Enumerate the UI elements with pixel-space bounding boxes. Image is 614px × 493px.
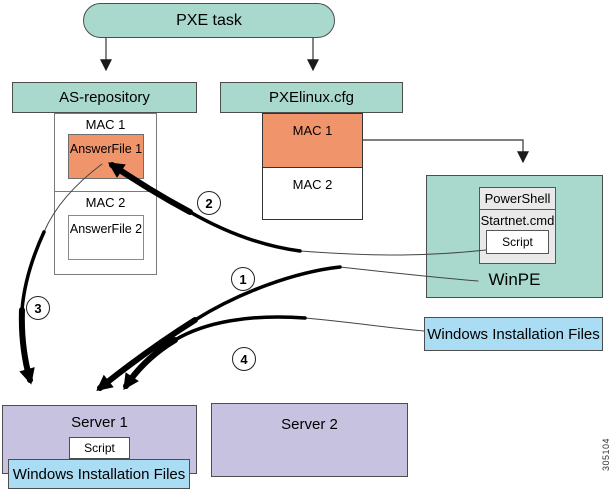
server2-label: Server 2 <box>281 416 338 433</box>
pxe-task-node: PXE task <box>83 3 335 38</box>
as-mac1-label: MAC 1 <box>85 117 126 132</box>
pxe-task-label: PXE task <box>176 11 242 29</box>
pxelinux-cfg-label: PXElinux.cfg <box>268 89 355 106</box>
step-3-badge: 3 <box>26 296 50 320</box>
as-mac2-label: MAC 2 <box>85 195 126 210</box>
flow-arrow-step4 <box>123 315 425 390</box>
winpe-label: WinPE <box>488 270 541 289</box>
server1-script-box: Script <box>69 437 130 459</box>
winpe-script-box: Script <box>486 230 549 254</box>
as-repository-mac-container: MAC 1 AnswerFile 1 MAC 2 AnswerFile 2 <box>54 113 157 275</box>
winpe-stack: PowerShell Startnet.cmd Script <box>479 187 556 264</box>
answer-file-2-box: AnswerFile 2 <box>68 215 144 260</box>
as-repository-label: AS-repository <box>59 89 150 106</box>
server2-box: Server 2 <box>211 403 408 477</box>
figure-number: 305104 <box>601 437 611 471</box>
powershell-section: PowerShell <box>480 188 555 210</box>
mac-section-divider <box>55 191 156 192</box>
winpe-box: PowerShell Startnet.cmd Script WinPE <box>426 175 603 298</box>
pxelinux-mac2-section: MAC 2 <box>292 177 333 192</box>
answer-file-1-box: AnswerFile 1 <box>68 134 144 179</box>
windows-installation-files-label: Windows Installation Files <box>427 325 600 343</box>
server1-installation-files-bar: Windows Installation Files <box>8 459 190 489</box>
server1-label: Server 1 <box>71 414 128 431</box>
startnet-cmd-section: Startnet.cmd <box>480 213 555 228</box>
pxelinux-cfg-box: PXElinux.cfg <box>220 82 403 113</box>
step-1-badge: 1 <box>231 267 255 291</box>
step-2-badge: 2 <box>197 191 221 215</box>
pxelinux-mac1-section: MAC 1 <box>263 114 362 168</box>
step-4-badge: 4 <box>232 347 256 371</box>
arrow-mac1-to-winpe <box>363 139 529 164</box>
flow-arrow-step1 <box>96 265 479 391</box>
as-repository-box: AS-repository <box>12 82 197 113</box>
server1-installation-files-label: Windows Installation Files <box>12 465 186 483</box>
pxelinux-mac-container: MAC 1 MAC 2 <box>262 113 363 220</box>
windows-installation-files-box: Windows Installation Files <box>424 317 603 351</box>
